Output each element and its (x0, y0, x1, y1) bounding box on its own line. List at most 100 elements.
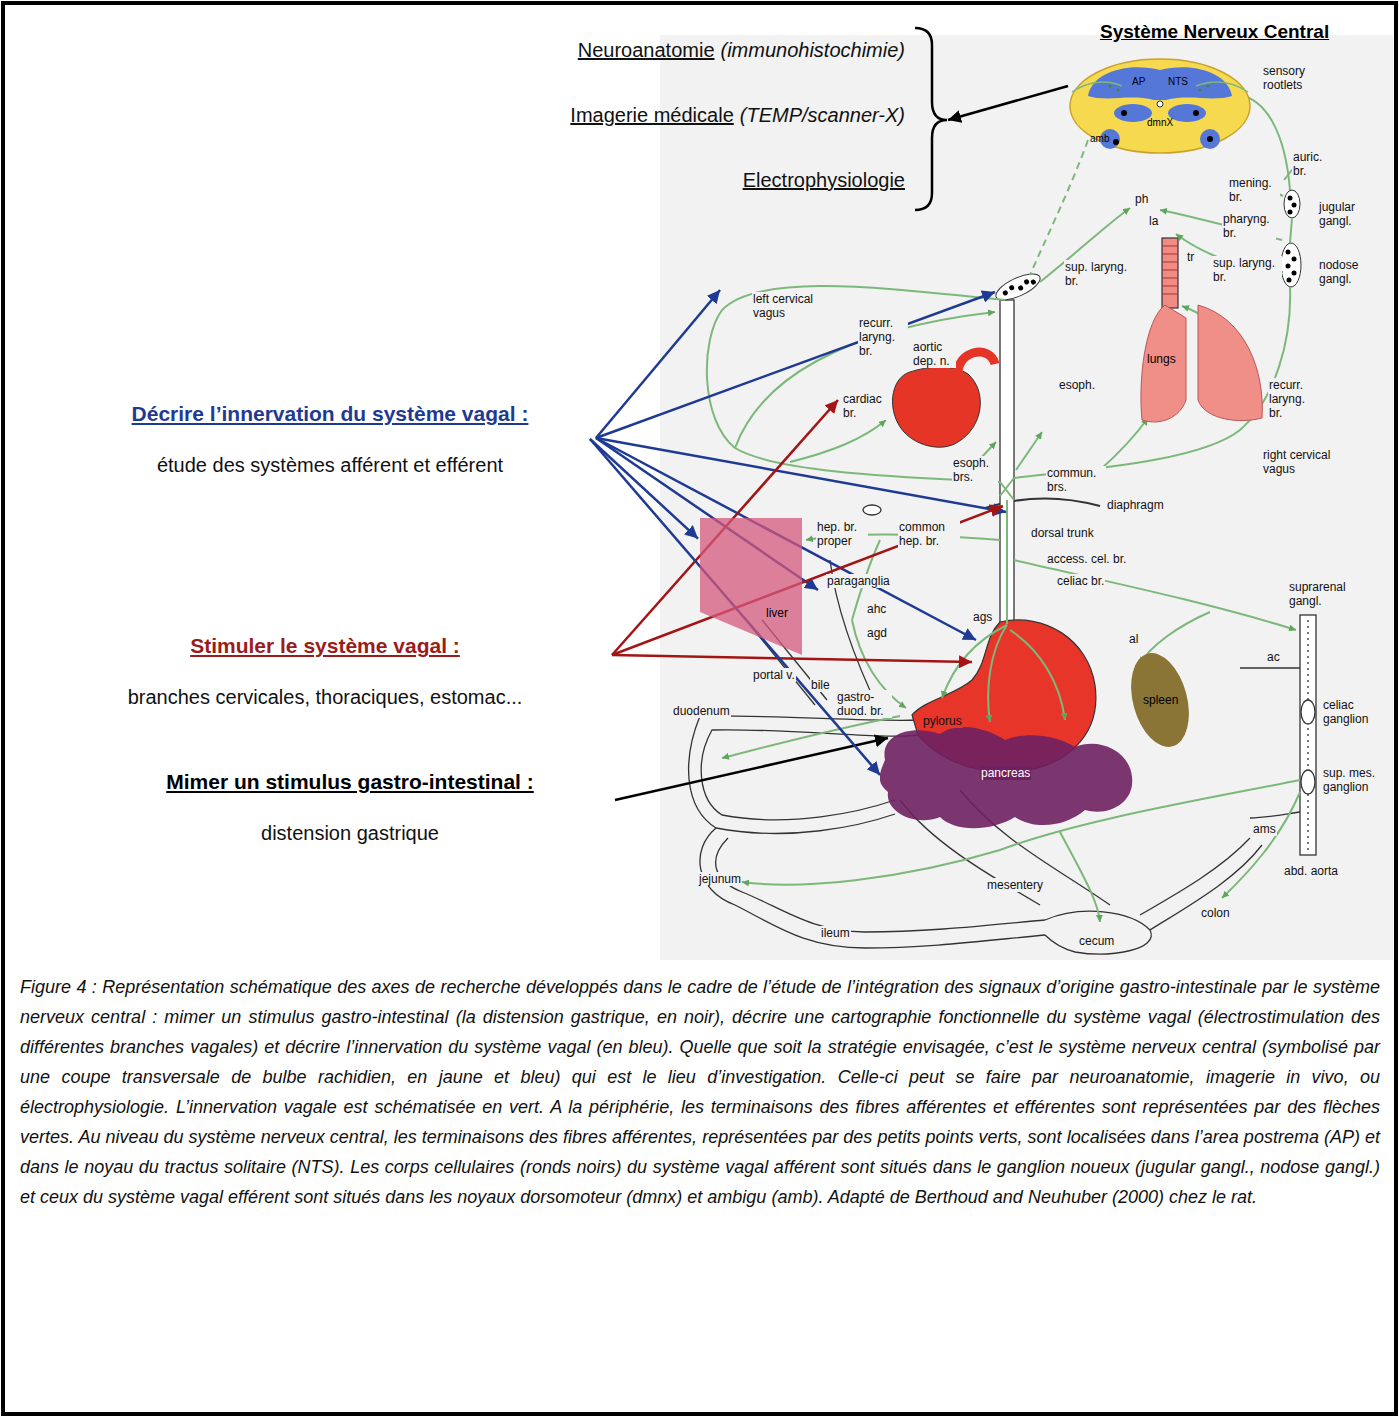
anatomy-label: ph (1134, 192, 1149, 206)
method-row: Neuroanatomie(immunohistochimie) (578, 38, 905, 62)
anatomy-label: mening. br. (1228, 176, 1280, 204)
anatomy-label: auric. br. (1292, 150, 1334, 178)
connector-arrow (590, 439, 880, 775)
vagal-nerve (735, 312, 995, 448)
anatomy-label: suprarenal gangl. (1288, 580, 1360, 608)
anatomy-label: left cervical vagus (752, 292, 832, 320)
gut-outline (1150, 845, 1262, 930)
anatomy-label: mesentery (986, 878, 1044, 892)
vagal-nerve (790, 420, 886, 462)
anatomy-label: pharyng. br. (1222, 212, 1276, 240)
ganglion (1017, 285, 1024, 292)
vagal-nerve (707, 286, 1005, 482)
gut-outline (1301, 770, 1315, 794)
lungs-organ: lungs (1135, 298, 1265, 426)
structure-label: AP (1132, 76, 1145, 88)
ganglion (1286, 250, 1291, 255)
anatomy-label: sup. laryng. br. (1212, 256, 1282, 284)
method-list: Neuroanatomie(immunohistochimie) Imagerie… (455, 30, 948, 210)
anatomy-label: ahc (866, 602, 887, 616)
gut-outline (863, 505, 881, 515)
medulla-section-shape (1116, 88, 1119, 91)
structure-label: lungs (1146, 352, 1177, 366)
gut-outline (700, 828, 1045, 948)
anatomy-label: recurr. laryng. br. (858, 316, 908, 358)
vagal-nerve (1014, 560, 1296, 630)
lungs-organ-shape (1141, 305, 1186, 422)
ganglion (1286, 264, 1291, 269)
anatomy-label: colon (1200, 906, 1231, 920)
anatomy-label: common hep. br. (898, 520, 960, 548)
brace (915, 28, 947, 210)
pancreas-organ-shape (880, 727, 1132, 828)
lungs-organ-shape (1198, 305, 1262, 421)
structure-label: spleen (1142, 693, 1179, 707)
vagal-nerve (1016, 432, 1042, 470)
ganglion (1292, 257, 1297, 262)
research-arrow (612, 655, 972, 662)
medulla-section-shape (1113, 139, 1119, 145)
research-arrow (615, 738, 888, 800)
vagal-nerve (1100, 418, 1148, 470)
vagal-nerve (707, 95, 1300, 922)
anatomy-label: diaphragm (1106, 498, 1165, 512)
structure-label: NTS (1168, 76, 1188, 88)
structure-label: liver (765, 606, 789, 620)
vagal-nerve (1222, 792, 1300, 898)
ganglion (1288, 210, 1293, 215)
axis-title: Stimuler le système vagal : (55, 632, 595, 660)
medulla-section-shape (1206, 84, 1209, 87)
anatomy-label: jugular gangl. (1318, 200, 1370, 228)
anatomy-label: agd (866, 626, 888, 640)
esophagus-trachea (1000, 238, 1178, 625)
ganglion (1030, 279, 1037, 286)
gut-outline (1140, 838, 1250, 915)
esophagus-trachea (1162, 246, 1178, 294)
anatomy-label: sensory rootlets (1262, 64, 1316, 92)
method-text: (TEMP/scanner-X) (740, 104, 905, 126)
axis-title: Mimer un stimulus gastro-intestinal : (90, 768, 610, 796)
axis-block: Mimer un stimulus gastro-intestinal : dis… (90, 768, 610, 846)
ganglion (1287, 278, 1292, 283)
anatomy-label: al (1128, 632, 1139, 646)
esophagus-trachea (1000, 300, 1014, 625)
ganglion (1002, 290, 1009, 297)
axis-block: Stimuler le système vagal : branches cerv… (55, 632, 595, 710)
anatomy-label: pylorus (922, 714, 963, 728)
research-arrow (596, 292, 995, 438)
liver-organ-shape (698, 515, 804, 660)
vagal-nerve (722, 716, 900, 758)
method-text: Electrophysiologie (743, 169, 905, 191)
ganglion (992, 190, 1301, 305)
anatomy-label: ileum (820, 926, 851, 940)
method-row: Electrophysiologie (743, 168, 905, 192)
anatomy-label: celiac br. (1056, 574, 1105, 588)
medulla-section-shape (1070, 59, 1250, 153)
medulla-section-shape (1108, 84, 1111, 87)
anatomy-label: right cervical vagus (1262, 448, 1344, 476)
axis-detail: distension gastrique (90, 820, 610, 846)
esophagus-trachea (1162, 238, 1178, 308)
anatomy-label: celiac ganglion (1322, 698, 1382, 726)
axis-detail: branches cervicales, thoraciques, estoma… (55, 684, 595, 710)
drawing-panel (660, 35, 1393, 960)
anatomy-label: commun. brs. (1046, 466, 1106, 494)
method-row: Imagerie médicale(TEMP/scanner-X) (570, 103, 905, 127)
anatomy-label: nodose gangl. (1318, 258, 1370, 286)
anatomy-label: ags (972, 610, 993, 624)
anatomy-label: esoph. brs. (952, 456, 998, 484)
method-text: (immunohistochimie) (721, 39, 906, 61)
vagal-nerve (1000, 478, 1014, 500)
structure-label: dmnX (1147, 117, 1173, 129)
medulla-section-shape (1193, 110, 1199, 116)
vagal-nerve (1290, 218, 1292, 243)
anatomy-label: dorsal trunk (1030, 526, 1095, 540)
vagal-nerve (1006, 500, 1008, 624)
anatomy-label: cecum (1078, 934, 1115, 948)
anatomy-label: recurr. laryng. br. (1268, 378, 1320, 420)
axis-detail: étude des systèmes afférent et efférent (70, 452, 590, 478)
gut-outline (1307, 620, 1308, 850)
ganglion (1284, 190, 1300, 218)
anatomy-label: sup. laryng. br. (1064, 260, 1138, 288)
spleen-organ: spleen (1128, 648, 1192, 752)
